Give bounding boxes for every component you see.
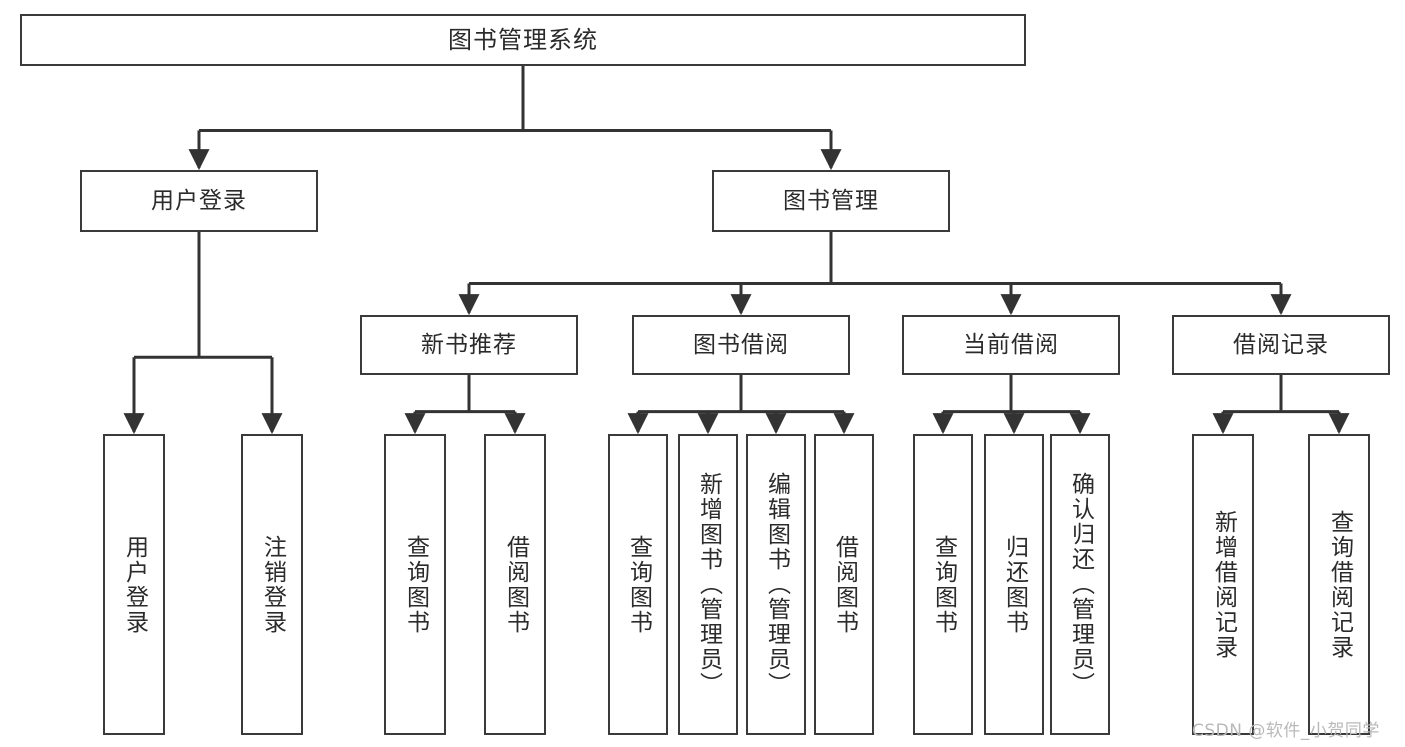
node-label: 借阅图书 xyxy=(502,534,529,635)
node-label: 查询图书 xyxy=(930,534,957,635)
node-leaf-new-2[interactable]: 借阅图书 xyxy=(484,434,546,735)
node-label: 图书管理系统 xyxy=(448,26,598,54)
node-leaf-borrow-3[interactable]: 编辑图书（管理员） xyxy=(746,434,806,735)
node-label: 借阅图书 xyxy=(831,534,858,635)
node-label: 当前借阅 xyxy=(963,331,1059,358)
node-leaf-rec-1[interactable]: 新增借阅记录 xyxy=(1192,434,1254,735)
node-label: 确认归还（管理员） xyxy=(1067,472,1094,697)
node-label: 查询图书 xyxy=(625,534,652,635)
node-leaf-cur-2[interactable]: 归还图书 xyxy=(984,434,1044,735)
node-label: 图书管理 xyxy=(783,187,879,214)
node-leaf-login-2[interactable]: 注销登录 xyxy=(241,434,303,735)
node-bookmgmt[interactable]: 图书管理 xyxy=(712,170,950,232)
node-label: 查询借阅记录 xyxy=(1326,509,1353,660)
node-login[interactable]: 用户登录 xyxy=(80,170,318,232)
node-leaf-borrow-1[interactable]: 查询图书 xyxy=(608,434,668,735)
node-label: 图书借阅 xyxy=(693,331,789,358)
node-root[interactable]: 图书管理系统 xyxy=(20,14,1026,66)
node-records[interactable]: 借阅记录 xyxy=(1172,315,1390,375)
node-label: 编辑图书（管理员） xyxy=(763,472,790,697)
node-label: 新增图书（管理员） xyxy=(695,472,722,697)
node-current[interactable]: 当前借阅 xyxy=(902,315,1120,375)
node-leaf-cur-1[interactable]: 查询图书 xyxy=(913,434,973,735)
node-label: 查询图书 xyxy=(402,534,429,635)
node-label: 新书推荐 xyxy=(421,331,517,358)
node-label: 用户登录 xyxy=(151,187,247,214)
node-leaf-new-1[interactable]: 查询图书 xyxy=(384,434,446,735)
node-leaf-borrow-4[interactable]: 借阅图书 xyxy=(814,434,874,735)
node-leaf-borrow-2[interactable]: 新增图书（管理员） xyxy=(678,434,738,735)
node-label: 归还图书 xyxy=(1001,534,1028,635)
node-leaf-rec-2[interactable]: 查询借阅记录 xyxy=(1308,434,1370,735)
watermark-label: CSDN @软件_小贺同学 xyxy=(1192,721,1380,741)
node-label: 新增借阅记录 xyxy=(1210,509,1237,660)
node-label: 用户登录 xyxy=(121,534,148,635)
node-label: 借阅记录 xyxy=(1233,331,1329,358)
node-leaf-login-1[interactable]: 用户登录 xyxy=(103,434,165,735)
node-borrow[interactable]: 图书借阅 xyxy=(632,315,850,375)
node-label: 注销登录 xyxy=(259,534,286,635)
node-leaf-cur-3[interactable]: 确认归还（管理员） xyxy=(1050,434,1110,735)
node-newbook[interactable]: 新书推荐 xyxy=(360,315,578,375)
